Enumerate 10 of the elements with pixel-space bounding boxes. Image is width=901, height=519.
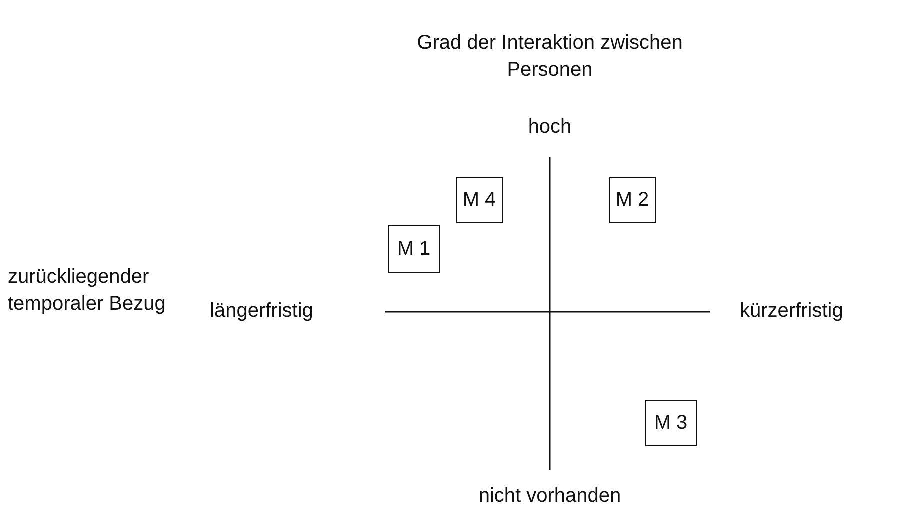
quadrant-marker: M 4: [456, 177, 503, 223]
quadrant-marker: M 2: [609, 177, 656, 223]
axis-title: Grad der Interaktion zwischen Personen: [416, 31, 684, 83]
quadrant-marker: M 1: [388, 225, 440, 273]
axis-end-label: hoch: [527, 115, 573, 140]
quadrant-marker: M 3: [645, 400, 697, 446]
axis-end-label: längerfristig: [210, 299, 314, 324]
axis-end-label: nicht vorhanden: [478, 484, 622, 509]
axis-end-label: kürzerfristig: [740, 299, 844, 324]
axis-title: zurückliegender temporaler Bezug: [8, 265, 167, 317]
